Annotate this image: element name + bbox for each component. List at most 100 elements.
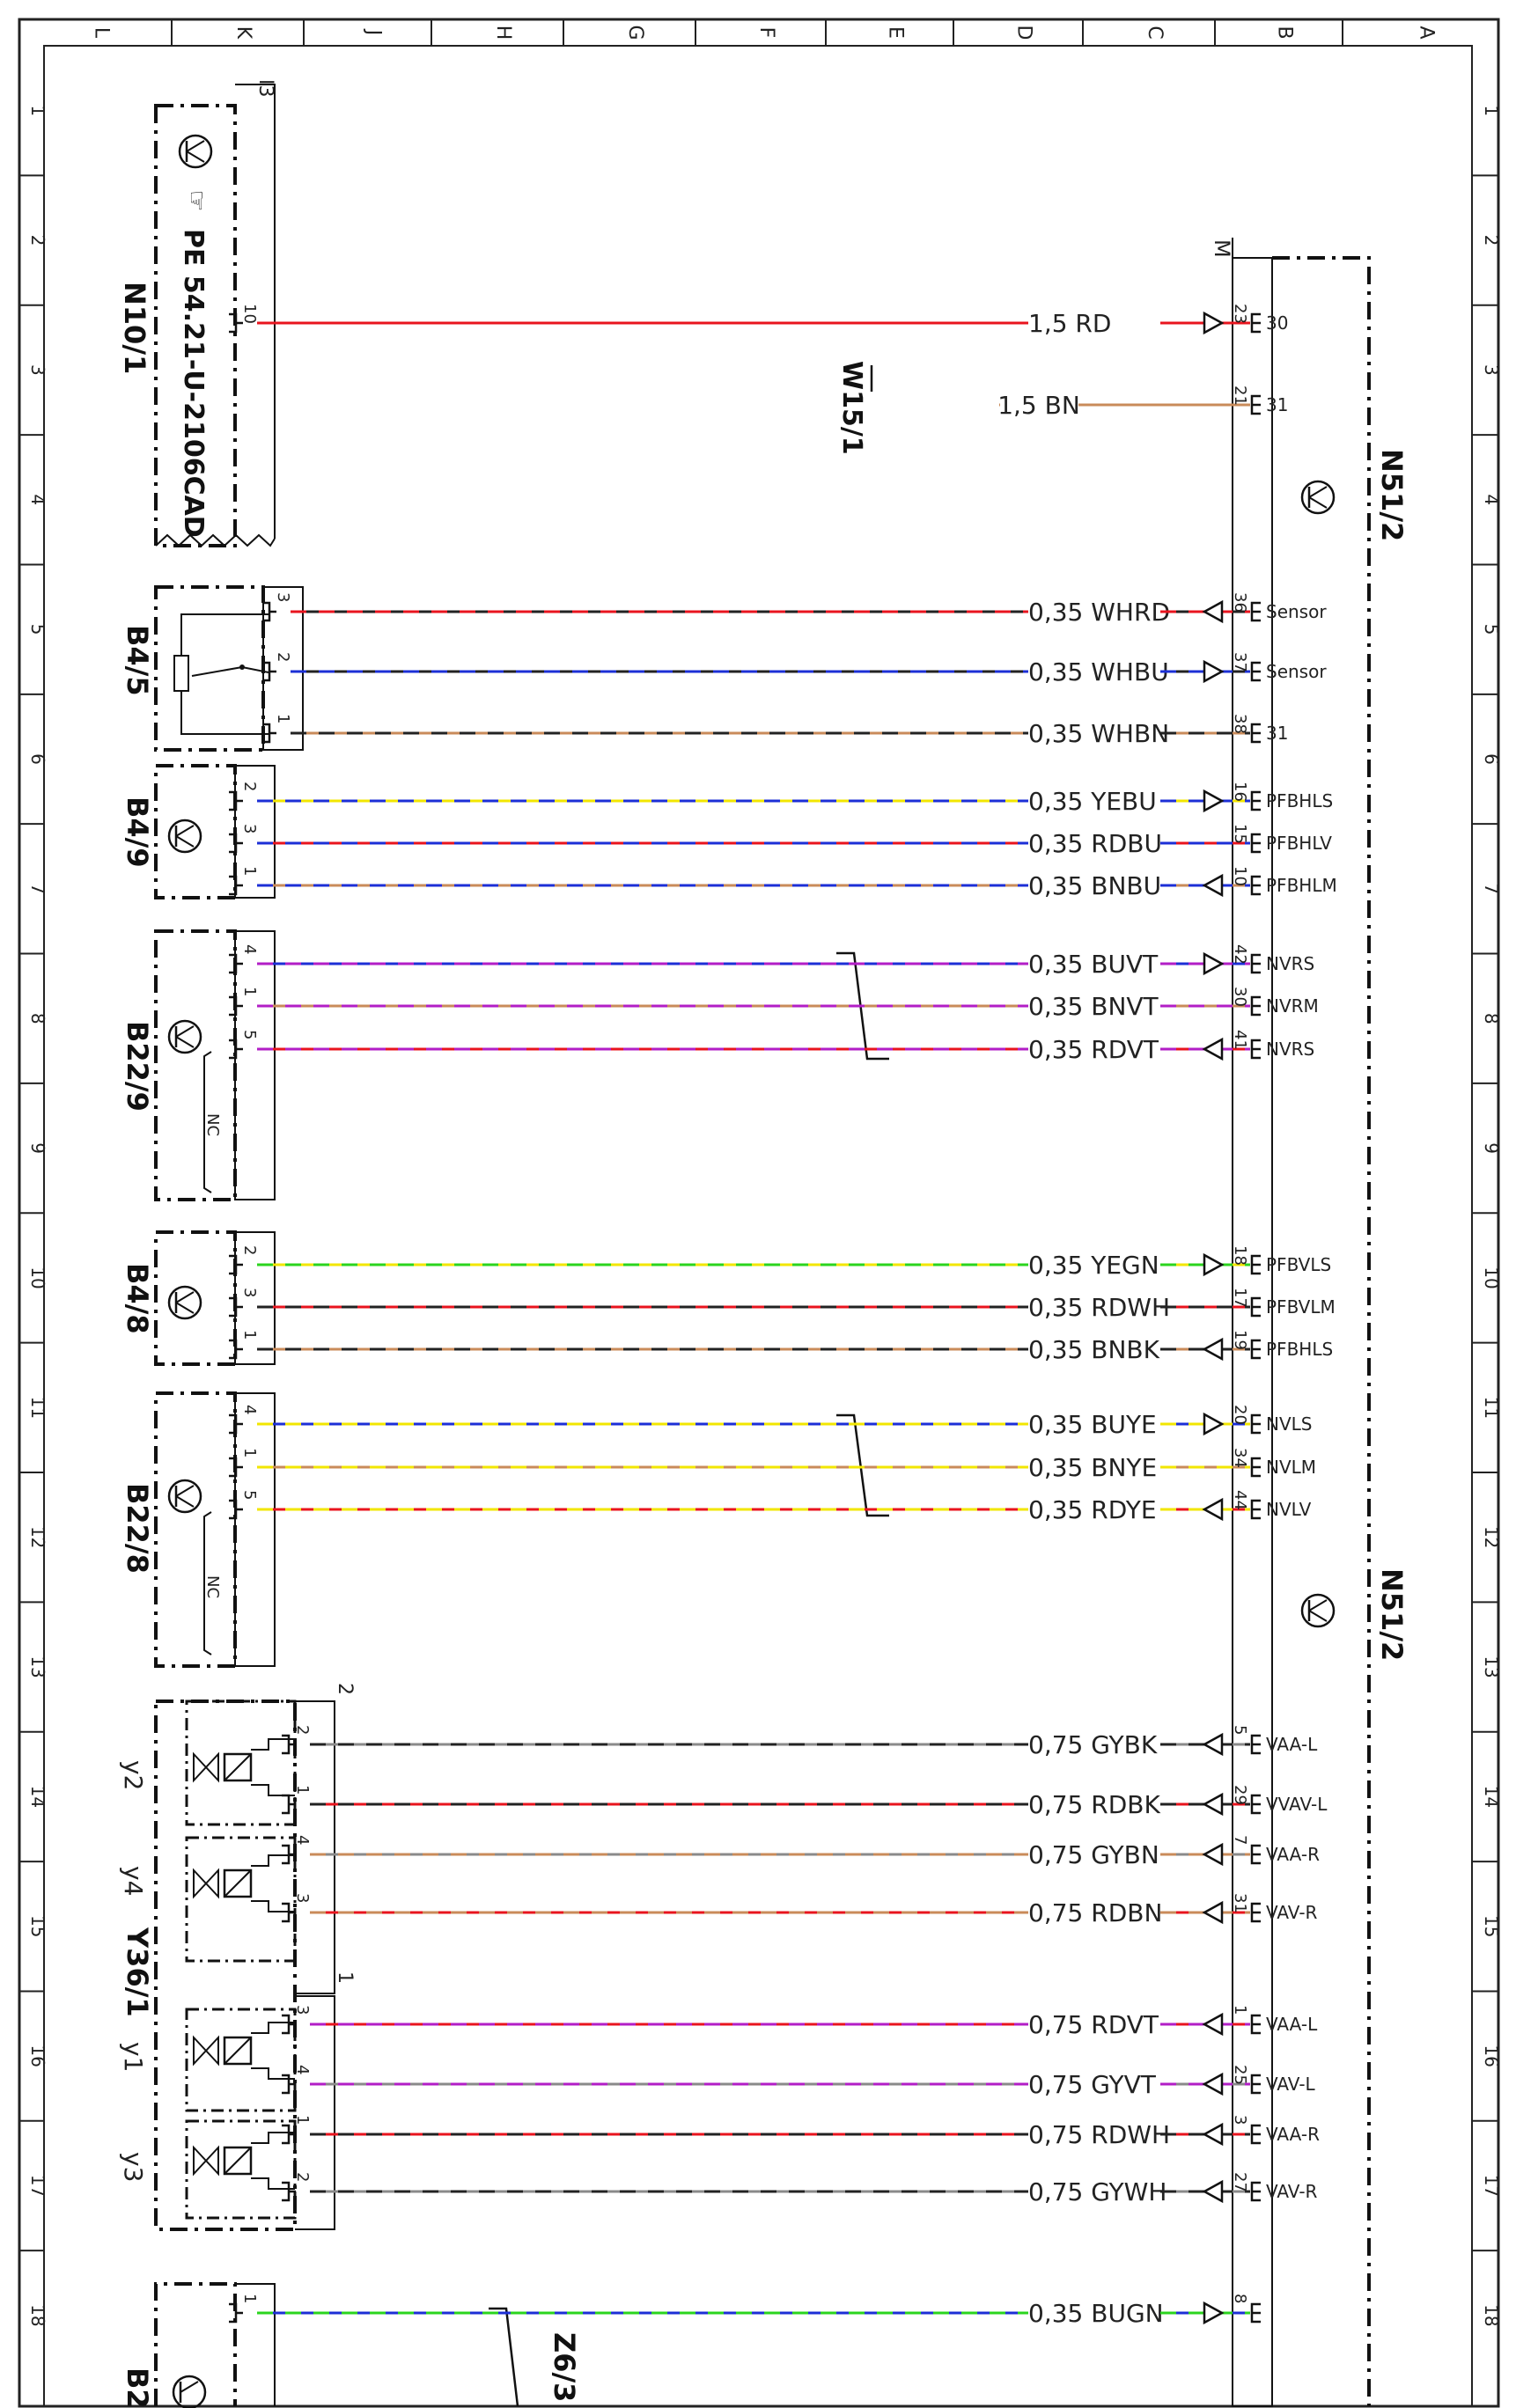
component-pin-number: 2	[293, 2172, 312, 2182]
pin-number: 18	[1231, 1245, 1249, 1266]
pin-number: 1	[1231, 2005, 1249, 2015]
signal-name: PFBHLV	[1266, 833, 1332, 854]
sensor-symbol-icon	[167, 1019, 202, 1054]
row-label: 11	[27, 1397, 48, 1419]
row-label: 1	[27, 105, 48, 116]
solenoid-valve-icon	[193, 2022, 295, 2080]
wire-label: 0,35 RDWH	[1028, 1293, 1170, 1322]
w15-name: W15/1	[836, 361, 867, 455]
pin-icon	[282, 1902, 296, 1923]
column-label: D	[1013, 26, 1035, 40]
row-label: 8	[27, 1013, 48, 1024]
component-b22-9[interactable]: NC B22/9	[121, 929, 276, 1201]
y36-name: Y36/1	[121, 1927, 154, 2017]
arrow-left-icon	[1202, 1337, 1224, 1362]
n10-connector: I3	[254, 79, 276, 98]
row-label: 12	[1481, 1526, 1502, 1548]
sensor-symbol-icon	[172, 2375, 207, 2408]
component-n51-2[interactable]: M N51/2 N51/2	[1210, 238, 1409, 2407]
control-unit-symbol-icon	[1300, 1593, 1336, 1628]
column-label: B	[1274, 26, 1296, 39]
component-pin-number: 4	[293, 1835, 312, 1845]
wire-label: 0,75 RDWH	[1028, 2120, 1170, 2149]
pin-icon	[229, 833, 243, 854]
pin-number: 34	[1231, 1448, 1249, 1468]
pin-icon	[1250, 1734, 1261, 1755]
wire-label: 0,35 BNBU	[1028, 871, 1161, 900]
pin-number: 27	[1231, 2172, 1249, 2192]
component-pin-number: 3	[293, 1893, 312, 1903]
signal-name: VAA-L	[1266, 2014, 1318, 2035]
wire-label: 0,75 RDVT	[1028, 2010, 1159, 2039]
signal-name: NVLS	[1266, 1413, 1312, 1435]
component-z6-3[interactable]: Z6/3	[489, 2307, 581, 2407]
component-y36-1[interactable]: 2 1 y2 y4 Y36/1 y1 y3	[119, 1683, 356, 2231]
wire-label: 0,75 GYBK	[1028, 1730, 1158, 1759]
wire-label: 0,35 BUYE	[1028, 1410, 1157, 1439]
pin-icon	[1250, 833, 1261, 854]
component-pin-number: 2	[293, 1725, 312, 1735]
component-pin-number: 3	[240, 824, 259, 833]
component-b4-9[interactable]: B4/9	[121, 764, 276, 899]
solenoid-valve-icon	[193, 2132, 295, 2190]
control-unit-symbol-icon	[1300, 480, 1336, 515]
pin-icon	[229, 995, 243, 1017]
pin-icon	[229, 2302, 243, 2324]
pin-icon	[229, 875, 243, 896]
signal-name: Sensor	[1266, 661, 1327, 682]
pin-icon	[1250, 953, 1261, 974]
wire-label: 0,35 YEGN	[1028, 1251, 1159, 1280]
column-label: L	[91, 27, 113, 39]
n10-reference: PE 54.21-U-2106CAD	[178, 229, 209, 538]
component-w15-1[interactable]: W15/1	[836, 361, 873, 455]
component-pin-number: 3	[240, 1288, 259, 1297]
pin-number: 5	[1231, 1725, 1249, 1735]
b4-5-name: B4/5	[121, 625, 154, 696]
wire-label: 0,75 GYVT	[1028, 2070, 1157, 2099]
component-pin-number: 1	[240, 1448, 259, 1457]
pin-number: 41	[1231, 1030, 1249, 1050]
signal-name: NVRS	[1266, 1039, 1314, 1060]
pin-icon	[1250, 312, 1261, 334]
pin-number: 3	[1231, 2115, 1249, 2125]
pin-icon	[282, 1794, 296, 1815]
arrow-right-icon	[1203, 951, 1225, 976]
row-label: 16	[27, 2045, 48, 2067]
signal-name: NVRM	[1266, 995, 1319, 1017]
pin-icon	[229, 1413, 243, 1435]
y36-conn2: 2	[334, 1683, 356, 1695]
pin-number: 15	[1231, 824, 1249, 844]
b2-name: B2	[121, 2368, 154, 2408]
component-b22-8[interactable]: NC B22/8	[121, 1391, 276, 1668]
component-b2-partial[interactable]: B2	[121, 2282, 276, 2408]
pin-number: 36	[1231, 592, 1249, 613]
component-b4-5[interactable]: B4/5	[121, 585, 304, 752]
wire-label: 1,5 RD	[1028, 309, 1111, 338]
